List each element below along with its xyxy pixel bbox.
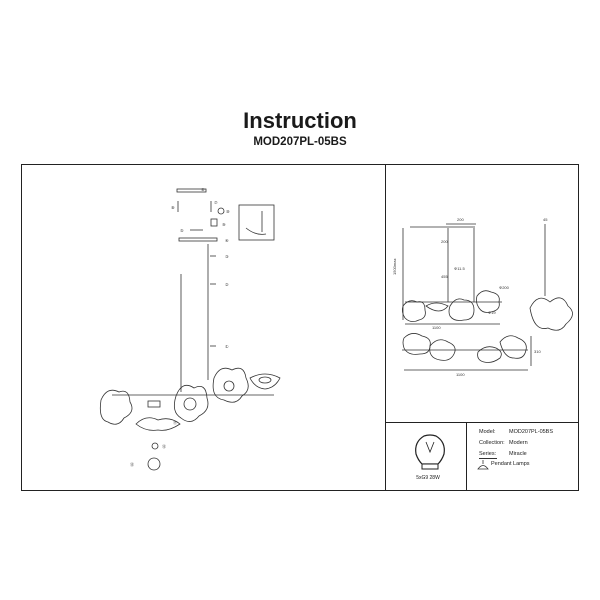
- bulb-part: [147, 457, 161, 471]
- svg-text:200: 200: [441, 239, 448, 244]
- frame-divider-horizontal: [385, 422, 579, 423]
- svg-text:Φ200: Φ200: [499, 285, 510, 290]
- spec-divider: [466, 422, 467, 491]
- svg-text:310: 310: [534, 349, 541, 354]
- frame-divider-vertical: [385, 164, 386, 491]
- model-value: MOD207PL-05BS: [509, 429, 554, 435]
- step-label: ⑦: [214, 200, 218, 205]
- step-label: ⑫: [162, 443, 166, 449]
- collection-label: Collection:: [479, 440, 505, 446]
- svg-text:455: 455: [441, 274, 448, 279]
- step-label: ①: [225, 344, 229, 349]
- svg-text:Φ11.5: Φ11.5: [454, 266, 465, 271]
- bulb-spec: 5xG9 28W: [416, 475, 440, 481]
- step-label: ④: [225, 238, 229, 243]
- collection-value: Modern: [509, 440, 528, 446]
- glass-shade: [212, 367, 249, 403]
- step-label: ⑬: [130, 461, 134, 467]
- svg-text:Φ19: Φ19: [488, 310, 496, 315]
- glass-shade: [135, 417, 181, 431]
- pendant-lamp-icon: [477, 460, 489, 470]
- model-code: MOD207PL-05BS: [253, 136, 347, 148]
- svg-text:45: 45: [543, 217, 548, 222]
- connector-block: [210, 218, 218, 227]
- svg-text:1100: 1100: [456, 372, 465, 377]
- page-title: Instruction: [243, 108, 357, 133]
- step-label: ②: [225, 282, 229, 287]
- series-underline: [479, 458, 497, 459]
- type-value: Pendant Lamps: [491, 461, 530, 467]
- step-label: ⑤: [180, 228, 184, 233]
- wiring-detail-box: [238, 204, 275, 241]
- step-label: ⑧: [171, 205, 175, 210]
- instruction-frame: [21, 164, 579, 491]
- ceiling-plate: [176, 188, 207, 193]
- screw-part: [217, 207, 225, 215]
- glass-shade: [99, 389, 133, 425]
- series-value: Miracle: [509, 451, 527, 457]
- mounting-bracket: [178, 237, 218, 242]
- light-bulb-icon: [415, 434, 445, 470]
- step-label: ⑥: [201, 187, 205, 192]
- step-label: ⑪: [173, 419, 177, 425]
- step-label: ⑨: [222, 222, 226, 227]
- step-label: ⑩: [226, 209, 230, 214]
- svg-text:1100: 1100: [432, 325, 441, 330]
- series-label: Series:: [479, 451, 497, 457]
- svg-text:1500max: 1500max: [392, 259, 397, 275]
- svg-text:200: 200: [457, 217, 464, 222]
- glass-shade: [249, 373, 281, 390]
- model-label: Model:: [479, 429, 496, 435]
- glass-shade: [173, 384, 209, 422]
- step-label: ③: [225, 254, 229, 259]
